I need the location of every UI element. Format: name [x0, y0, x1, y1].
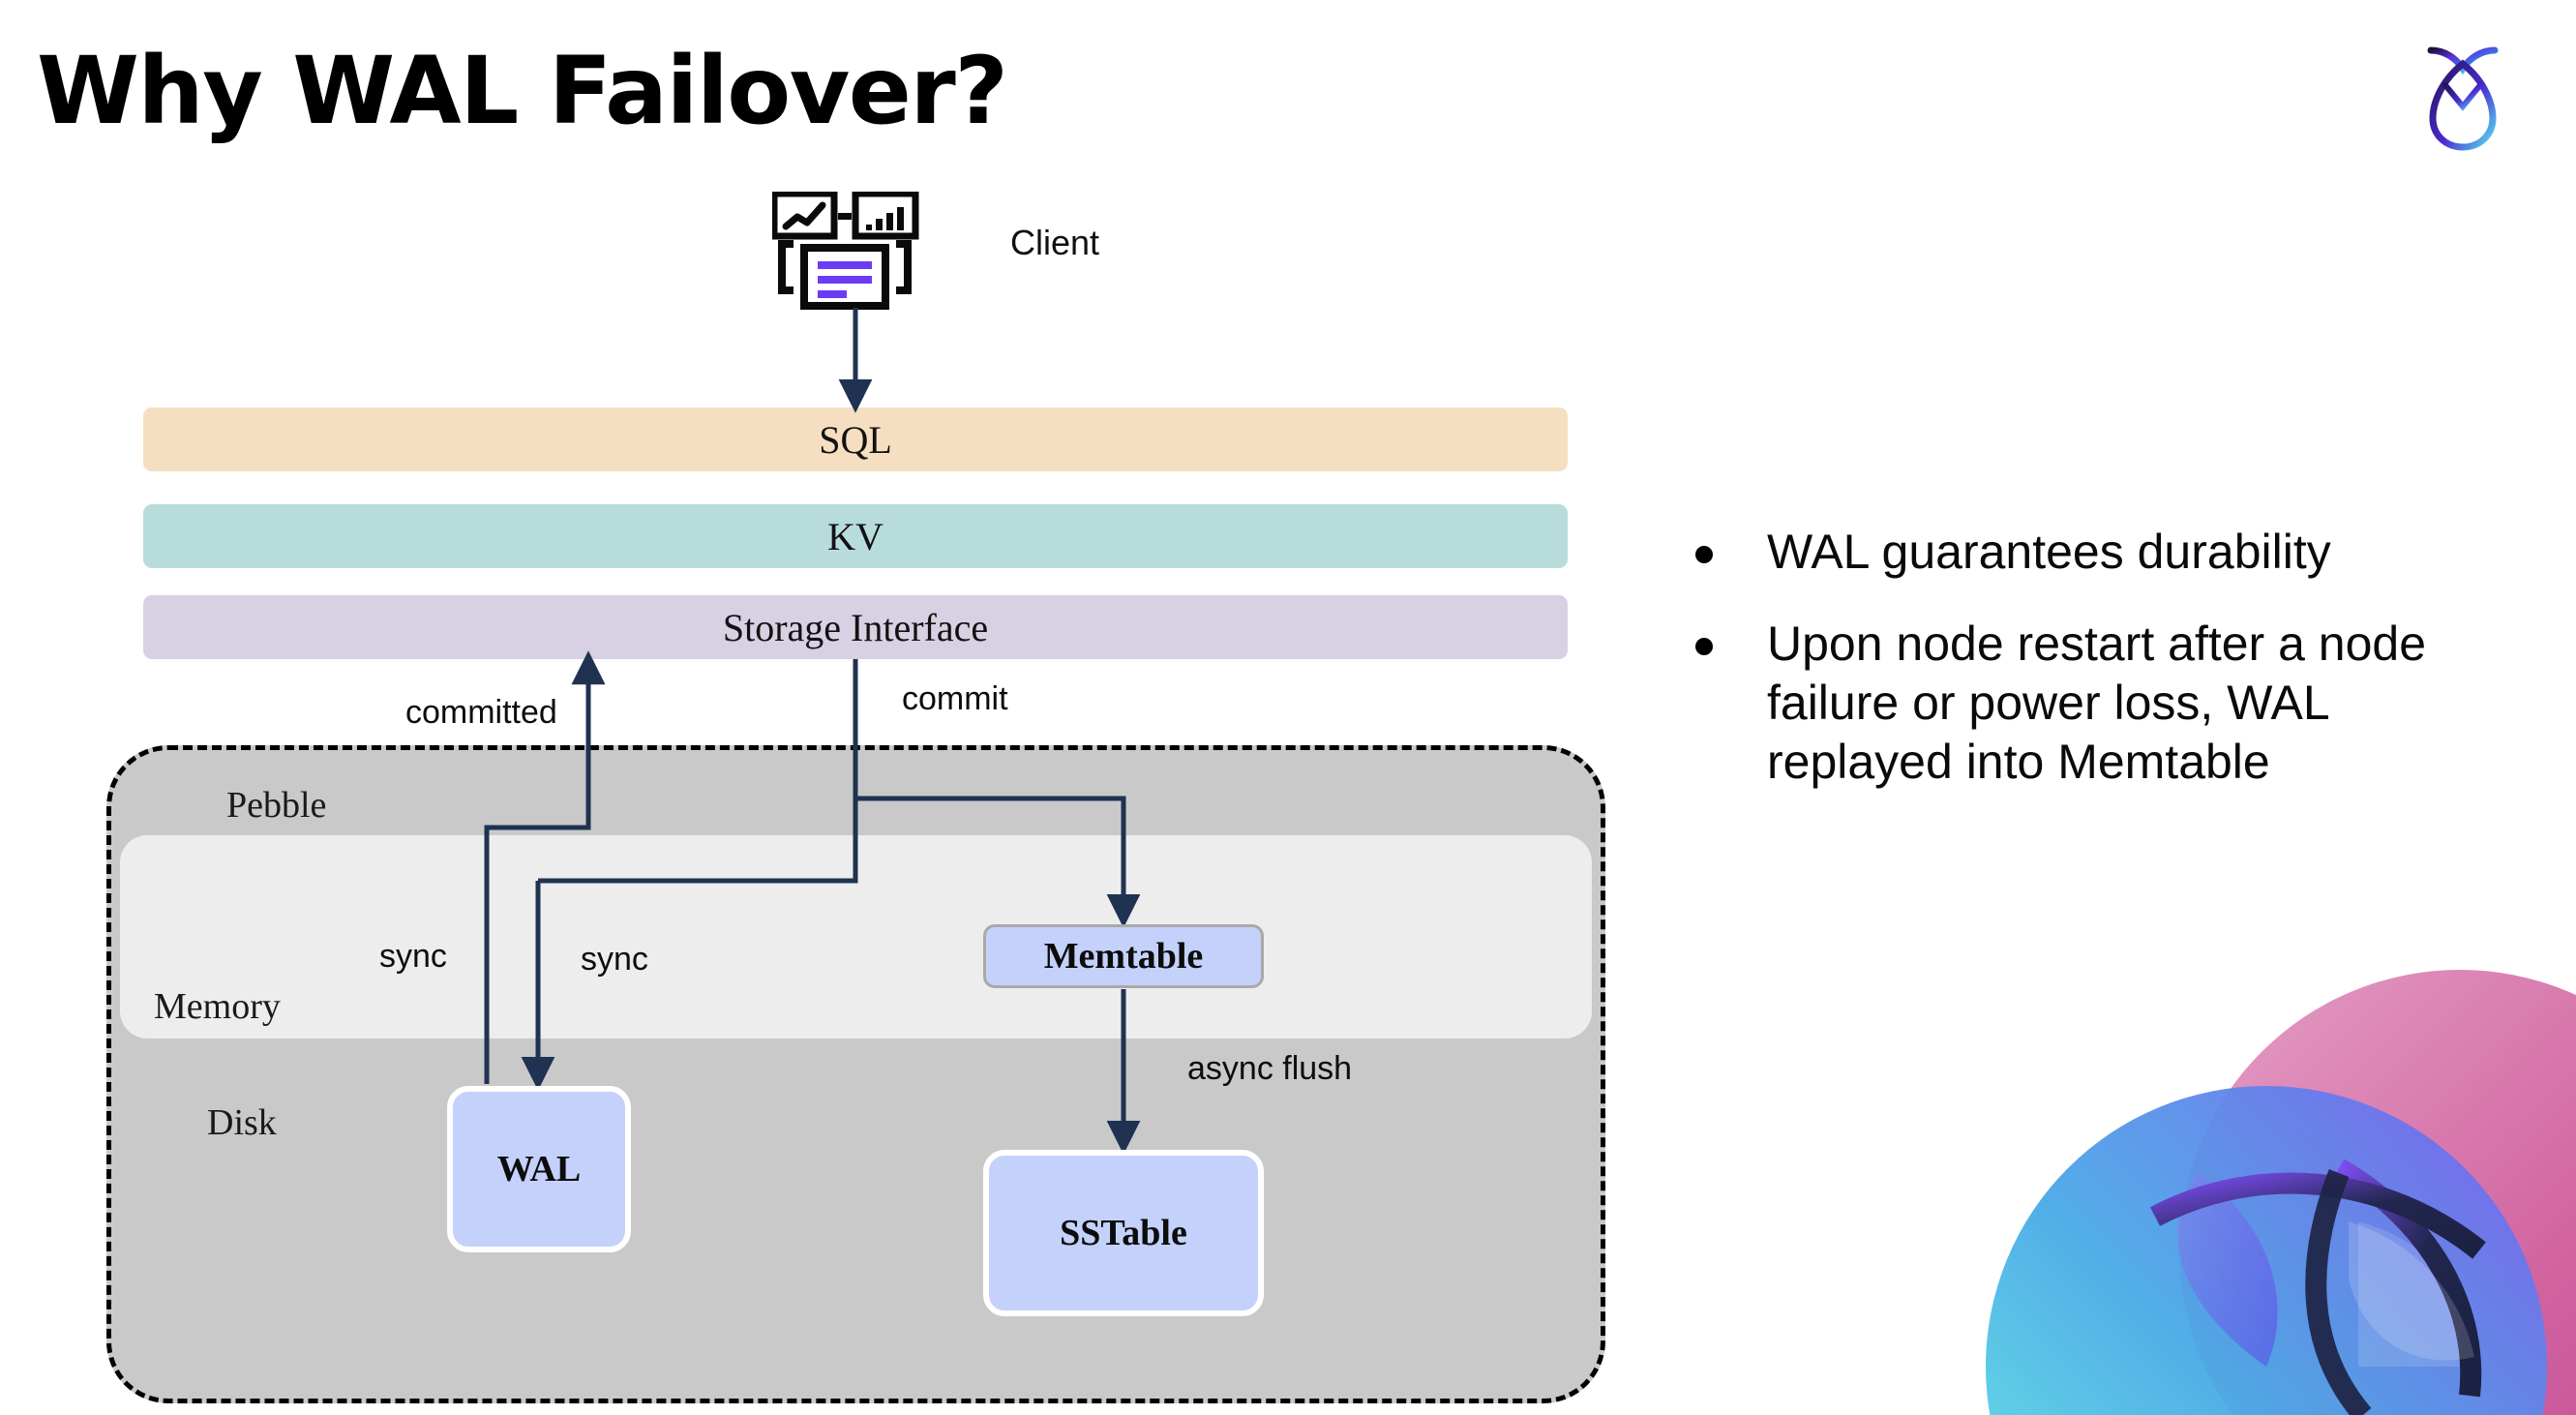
client-dashboard-icon — [770, 190, 927, 310]
bullet-text: Upon node restart after a node failure o… — [1767, 617, 2427, 789]
layer-bar-kv[interactable]: KV — [143, 504, 1568, 568]
edge-label-sync-right: sync — [581, 941, 648, 978]
bullet-list: WAL guarantees durability Upon node rest… — [1695, 523, 2508, 825]
node-sstable[interactable]: SSTable — [983, 1150, 1264, 1316]
pebble-label: Pebble — [226, 785, 327, 826]
layer-bar-storage[interactable]: Storage Interface — [143, 595, 1568, 659]
bullet-text: WAL guarantees durability — [1767, 525, 2331, 579]
page-title: Why WAL Failover? — [37, 37, 1008, 145]
bullet-dot-icon — [1695, 638, 1713, 655]
edge-label-commit: commit — [902, 680, 1008, 717]
memory-region — [120, 835, 1592, 1039]
client-label: Client — [1010, 223, 1100, 262]
bullet-dot-icon — [1695, 546, 1713, 563]
edge-label-async-flush: async flush — [1187, 1050, 1353, 1087]
list-item: WAL guarantees durability — [1695, 523, 2508, 582]
node-wal[interactable]: WAL — [447, 1086, 631, 1252]
layer-bar-sql[interactable]: SQL — [143, 407, 1568, 471]
cockroach-logo-icon — [2402, 27, 2524, 155]
edge-label-sync-left: sync — [379, 938, 447, 975]
disk-label: Disk — [207, 1102, 277, 1143]
node-memtable[interactable]: Memtable — [983, 924, 1264, 988]
edge-label-committed: committed — [405, 694, 557, 731]
list-item: Upon node restart after a node failure o… — [1695, 615, 2508, 792]
memory-label: Memory — [154, 986, 281, 1027]
overlapping-circles-leaf-graphic — [1976, 931, 2576, 1415]
